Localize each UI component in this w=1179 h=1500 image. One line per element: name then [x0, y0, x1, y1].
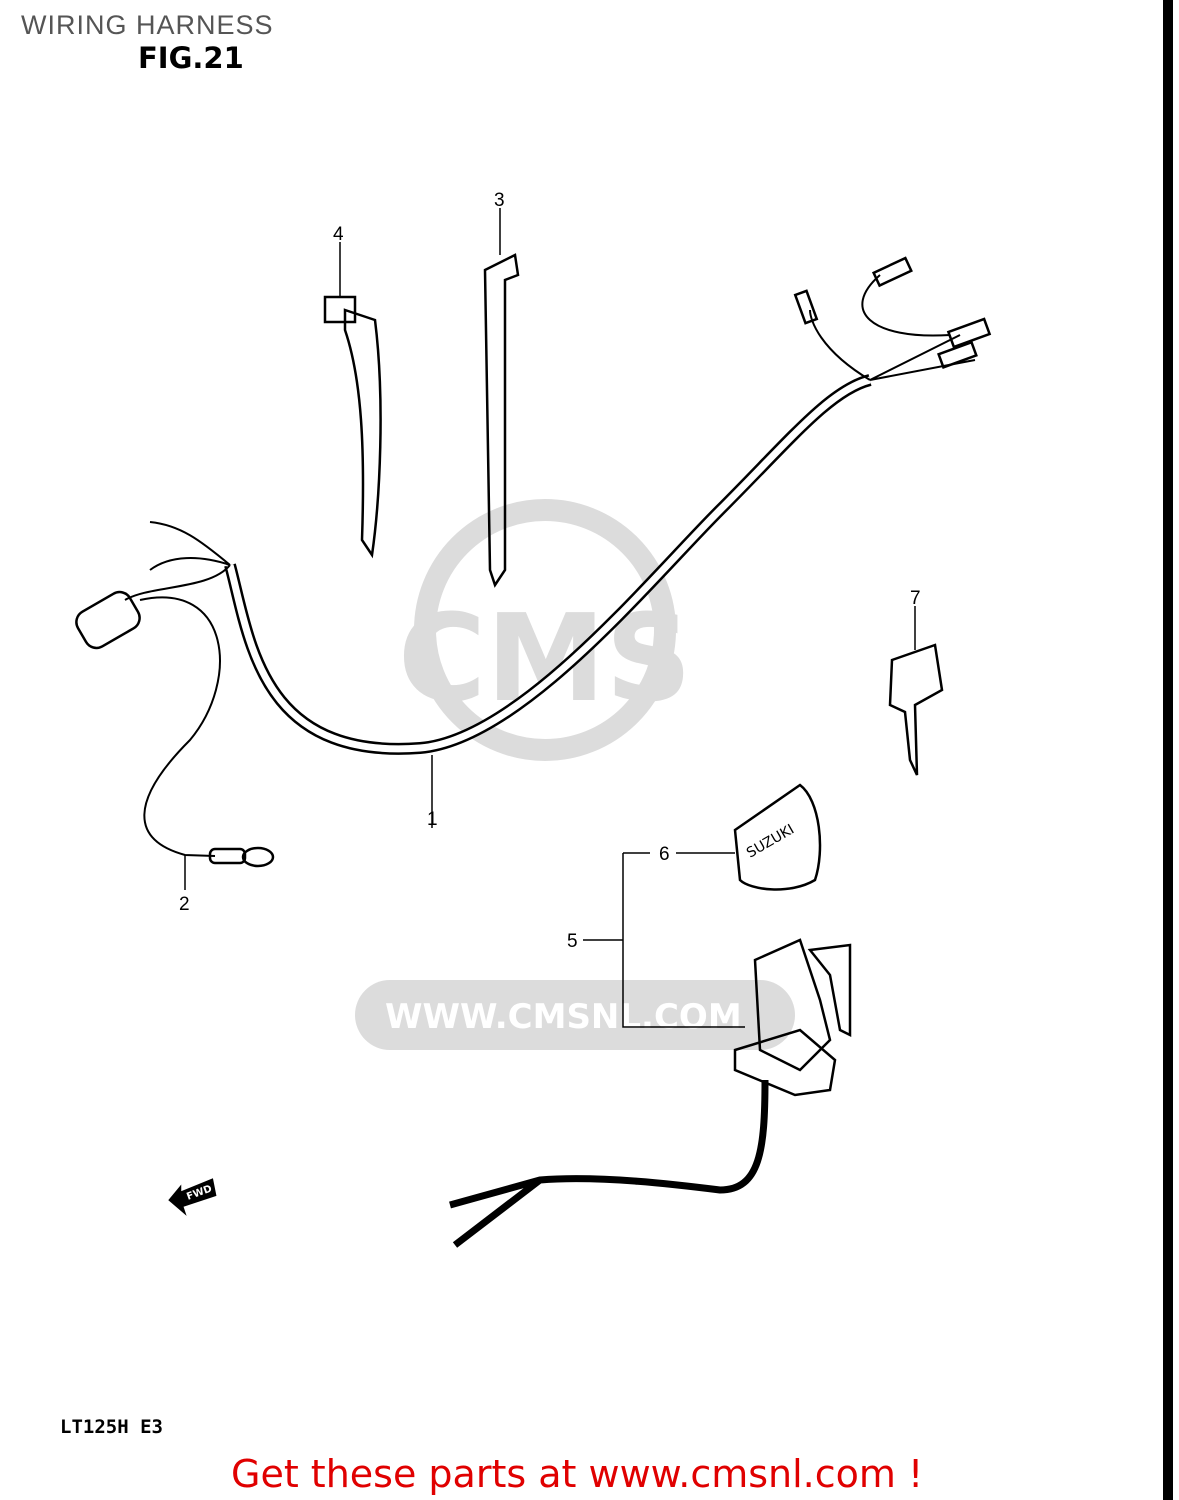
part-label-1[interactable]: 1 [427, 809, 438, 830]
figure-number: FIG.21 [138, 41, 244, 75]
part-label-3[interactable]: 3 [494, 190, 505, 211]
page-edge-bar [1163, 0, 1173, 1500]
part-label-7[interactable]: 7 [910, 588, 921, 609]
watermark-url: WWW.CMSNL.COM [385, 997, 742, 1037]
part-label-5[interactable]: 5 [567, 931, 578, 952]
footer-link[interactable]: Get these parts at www.cmsnl.com ! [231, 1452, 924, 1496]
cap-logo: SUZUKI [744, 822, 797, 862]
watermark: CMS WWW.CMSNL.COM [355, 499, 795, 1050]
model-code: LT125H E3 [60, 1416, 163, 1438]
diagram-title: WIRING HARNESS [21, 10, 274, 40]
watermark-logo: CMS [398, 590, 692, 729]
part-label-6[interactable]: 6 [659, 844, 670, 865]
part-label-2[interactable]: 2 [179, 894, 190, 915]
harness-drawing [75, 208, 992, 1248]
part-label-4[interactable]: 4 [333, 224, 344, 245]
